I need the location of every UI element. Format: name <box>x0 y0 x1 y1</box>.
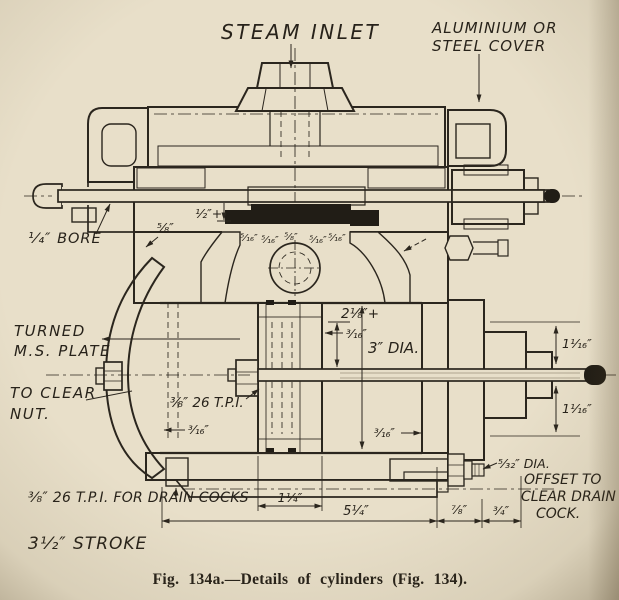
label-steam-inlet: STEAM INLET <box>221 20 380 44</box>
ring-seat <box>288 300 296 305</box>
label-rod-thread: ³⁄₈″ 26 T.P.I. <box>170 395 244 411</box>
drain-washer <box>463 460 473 480</box>
label-clear-nut-1: TO CLEAR <box>10 384 97 402</box>
dim-text-port-4: ⁵⁄₁₆″ <box>309 235 327 246</box>
dim-text-3-4: ³⁄₄″ <box>493 504 510 518</box>
piston-rod <box>257 368 589 382</box>
dim-text-1-2: ¹⁄₂″+ <box>195 206 222 221</box>
dim-text-port-1: ⁵⁄₁₆″ <box>240 233 258 244</box>
dim-text-1-1-4: 1¹⁄₄″ <box>278 490 303 505</box>
label-clear-nut-2: NUT. <box>10 405 50 423</box>
valve-land-left <box>225 210 251 226</box>
valve-rod-tip <box>544 189 560 203</box>
label-cover-material-2: STEEL COVER <box>432 37 546 55</box>
label-turned-plate-1: TURNED <box>14 322 86 340</box>
label-bore: ¹⁄₄″ BORE <box>28 231 102 247</box>
dim-text-5-1-4: 5¹⁄₄″ <box>343 504 369 519</box>
dim-text-5-8: ⁵⁄₈″ <box>157 220 174 235</box>
dim-text-plate-316: ³⁄₁₆″ <box>188 423 209 437</box>
cover-bolt-head <box>444 235 474 261</box>
dim-text-1-1-16-bottom: 1¹⁄₁₆″ <box>562 401 592 416</box>
figure-caption: Fig. 134a.—Details of cylinders (Fig. 13… <box>153 571 468 588</box>
dim-text-7-8: ⁷⁄₈″ <box>451 503 468 517</box>
plate-stud <box>95 367 105 385</box>
plate-nut <box>103 361 123 391</box>
label-drain-note: ³⁄₈″ 26 T.P.I. FOR DRAIN COCKS <box>28 490 249 506</box>
label-offset-3: COCK. <box>536 506 580 522</box>
label-stroke: 3¹⁄₂″ STROKE <box>28 534 147 554</box>
cover-bolt-nut <box>497 239 509 257</box>
piston-rod-end <box>584 365 606 385</box>
label-offset-2: CLEAR DRAIN <box>521 489 616 505</box>
label-offset-1: OFFSET TO <box>524 472 601 488</box>
ring-seat <box>266 300 274 305</box>
label-drain-tip-dia: ⁵⁄₃₂″ DIA. <box>498 456 550 471</box>
valve-land-right <box>351 210 379 226</box>
drain-tip <box>471 463 485 477</box>
label-cover-material-1: ALUMINIUM OR <box>431 19 558 37</box>
dim-text-port-5: ⁵⁄₁₆″ <box>328 233 346 244</box>
dim-text-mid-316: ³⁄₁₆″ <box>346 327 367 341</box>
cover-plate <box>147 106 446 168</box>
dim-text-2-1-8: 2¹⁄₈″+ <box>341 306 379 322</box>
valve-rod-right <box>451 189 545 203</box>
label-turned-plate-2: M.S. PLATE <box>14 342 111 360</box>
slide-valve <box>251 204 351 226</box>
dim-text-port-3: ⁵⁄₈″ <box>284 232 298 243</box>
piston-nut <box>235 359 259 397</box>
dim-text-port-2: ⁵⁄₁₆″ <box>261 235 279 246</box>
upper-cover-cavity <box>455 123 491 159</box>
dim-text-1-1-16-top: 1¹⁄₁₆″ <box>562 336 592 351</box>
drain-cock-hex <box>447 453 465 487</box>
label-bore-dia: 3″ DIA. <box>368 339 419 357</box>
dim-text-wall-316: ³⁄₁₆″ <box>374 426 395 440</box>
